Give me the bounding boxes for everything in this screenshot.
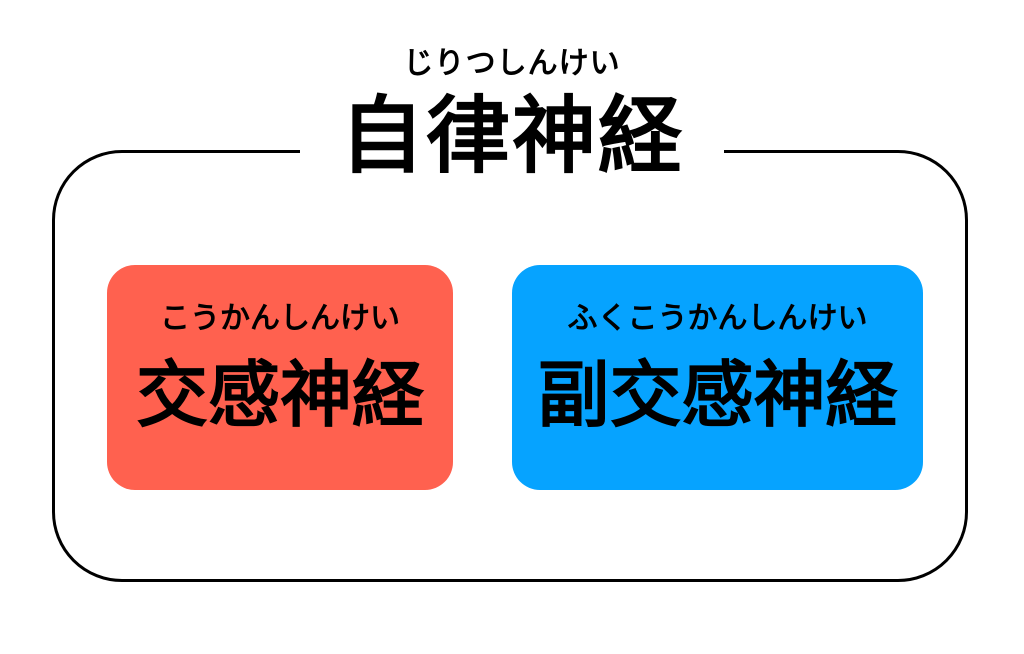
- parasympathetic-nerve-label: 副交感神経: [537, 353, 898, 437]
- sympathetic-nerve-label: 交感神経: [135, 353, 424, 437]
- parasympathetic-nerve-reading: ふくこうかんしんけい: [567, 301, 868, 336]
- parasympathetic-nerve-box: ふくこうかんしんけい 副交感神経: [512, 265, 923, 490]
- sympathetic-nerve-reading: こうかんしんけい: [160, 301, 400, 336]
- sympathetic-nerve-box: こうかんしんけい 交感神経: [107, 265, 453, 490]
- title-group: じりつしんけい 自律神経: [300, 40, 724, 190]
- title-reading: じりつしんけい: [403, 46, 621, 81]
- page-title: 自律神経: [339, 87, 684, 185]
